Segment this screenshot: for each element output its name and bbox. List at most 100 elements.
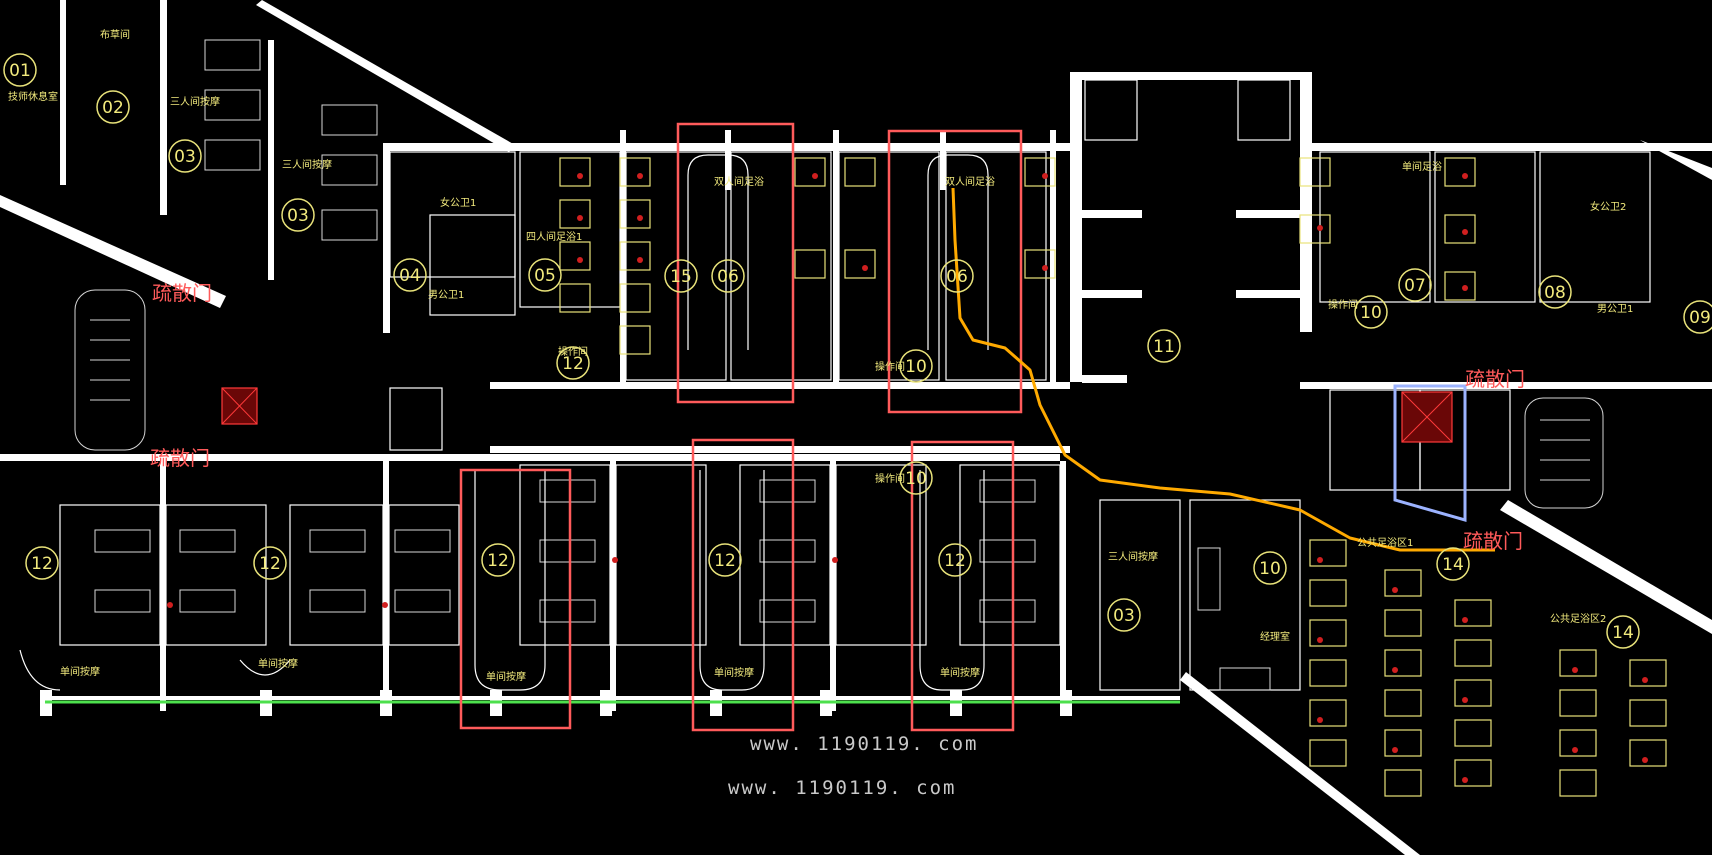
room-number-text: 15	[670, 267, 692, 287]
exit-label-4: 疏散门	[1463, 529, 1523, 553]
room-number-circle	[1436, 547, 1470, 581]
room-number-11-11: 11	[1147, 329, 1181, 363]
room-number-circle	[899, 461, 933, 495]
room-name-three-massage-b: 三人间按摩	[282, 158, 332, 171]
room-name-linen: 布草间	[100, 28, 130, 41]
room-number-circle	[253, 546, 287, 580]
room-name-public-foot-2: 公共足浴区2	[1550, 613, 1606, 625]
room-number-01-0: 01	[3, 53, 37, 87]
room-number-circle	[708, 543, 742, 577]
room-number-04-4: 04	[393, 258, 427, 292]
room-name-three-massage-a: 三人间按摩	[170, 95, 220, 108]
room-number-14-25: 14	[1606, 615, 1640, 649]
room-number-circle	[1354, 295, 1388, 329]
room-number-circle	[940, 259, 974, 293]
elevators-stairs	[74, 79, 1604, 522]
highlight-boxes	[459, 122, 1023, 732]
room-number-12-16: 12	[25, 546, 59, 580]
room-number-text: 12	[31, 554, 53, 574]
room-number-text: 10	[905, 357, 927, 377]
room-number-text: 14	[1442, 555, 1464, 575]
room-number-text: 04	[399, 266, 421, 286]
arched-corridors	[19, 154, 989, 691]
exit-label-3: 疏散门	[1465, 367, 1525, 391]
room-name-operation-d: 操作间	[1328, 298, 1358, 311]
room-number-text: 08	[1544, 283, 1566, 303]
room-name-single-massage-2: 单间按摩	[258, 657, 298, 670]
room-number-circle	[168, 139, 202, 173]
room-name-three-massage-c: 三人间按摩	[1108, 550, 1158, 563]
room-number-03-3: 03	[281, 198, 315, 232]
room-number-08-14: 08	[1538, 275, 1572, 309]
room-number-text: 03	[174, 147, 196, 167]
room-number-circle	[393, 258, 427, 292]
room-name-technician-rest: 技师休息室	[8, 90, 58, 103]
room-name-operation-a: 操作间	[558, 345, 588, 358]
room-number-12-18: 12	[481, 543, 515, 577]
room-number-circle	[899, 349, 933, 383]
room-number-text: 12	[714, 551, 736, 571]
room-number-06-8: 06	[940, 259, 974, 293]
room-number-text: 05	[534, 266, 556, 286]
room-number-text: 03	[287, 206, 309, 226]
room-number-circle	[556, 346, 590, 380]
furniture	[94, 39, 1667, 797]
evacuation-route	[951, 187, 1495, 552]
watermark-1: www. 1190119. com	[750, 733, 978, 755]
watermark-2: www. 1190119. com	[728, 777, 956, 799]
room-number-circle	[1683, 300, 1712, 334]
room-number-07-13: 07	[1398, 268, 1432, 302]
room-number-text: 03	[1113, 606, 1135, 626]
room-number-text: 12	[259, 554, 281, 574]
room-number-10-9: 10	[899, 349, 933, 383]
room-number-02-1: 02	[96, 90, 130, 124]
room-number-circle	[664, 259, 698, 293]
room-name-female-wc-1: 女公卫1	[440, 196, 476, 209]
exit-label-2: 疏散门	[150, 446, 210, 470]
red-markers	[167, 173, 1648, 783]
room-number-circle	[1107, 598, 1141, 632]
room-number-circle	[96, 90, 130, 124]
room-number-text: 10	[905, 469, 927, 489]
room-name-male-wc-1: 男公卫1	[428, 289, 464, 301]
room-number-circle	[25, 546, 59, 580]
room-name-labels: 技师休息室 布草间 三人间按摩 三人间按摩 女公卫1 男公卫1 四人间足浴1 双…	[8, 28, 1633, 683]
room-number-10-21: 10	[899, 461, 933, 495]
room-number-text: 10	[1259, 559, 1281, 579]
room-number-12-17: 12	[253, 546, 287, 580]
room-number-15-6: 15	[664, 259, 698, 293]
room-name-four-foot: 四人间足浴1	[526, 230, 582, 243]
room-number-text: 12	[487, 551, 509, 571]
room-name-single-foot: 单间足浴	[1402, 160, 1442, 173]
room-name-double-foot-a: 双人间足浴	[714, 175, 764, 188]
room-number-12-20: 12	[938, 543, 972, 577]
room-number-06-7: 06	[711, 259, 745, 293]
room-number-circle	[711, 259, 745, 293]
room-number-09-15: 09	[1683, 300, 1712, 334]
room-number-text: 06	[946, 267, 968, 287]
room-number-circle	[1147, 329, 1181, 363]
room-name-operation-b: 操作间	[875, 360, 905, 373]
room-number-text: 09	[1689, 308, 1711, 328]
room-number-12-10: 12	[556, 346, 590, 380]
room-number-circles: 01 02 03 03 04 05 15 06 06 10 12 11 10 07 08 09 12 12 12 12…	[3, 53, 1712, 649]
room-number-circle	[1606, 615, 1640, 649]
room-number-circle	[1538, 275, 1572, 309]
room-number-circle	[1398, 268, 1432, 302]
room-number-text: 06	[717, 267, 739, 287]
room-name-double-foot-b: 双人间足浴	[945, 175, 995, 188]
room-number-03-22: 03	[1107, 598, 1141, 632]
room-name-single-massage-4: 单间按摩	[714, 666, 754, 679]
room-name-operation-c: 操作间	[875, 472, 905, 485]
room-number-text: 10	[1360, 303, 1382, 323]
room-number-text: 12	[562, 354, 584, 374]
room-number-circle	[281, 198, 315, 232]
room-number-05-5: 05	[528, 258, 562, 292]
exit-labels: 疏散门 疏散门 疏散门 疏散门	[150, 281, 1525, 553]
room-name-single-massage-1: 单间按摩	[60, 665, 100, 678]
room-number-circle	[528, 258, 562, 292]
room-name-single-massage-3: 单间按摩	[486, 670, 526, 683]
room-number-14-24: 14	[1436, 547, 1470, 581]
room-number-text: 07	[1404, 276, 1426, 296]
